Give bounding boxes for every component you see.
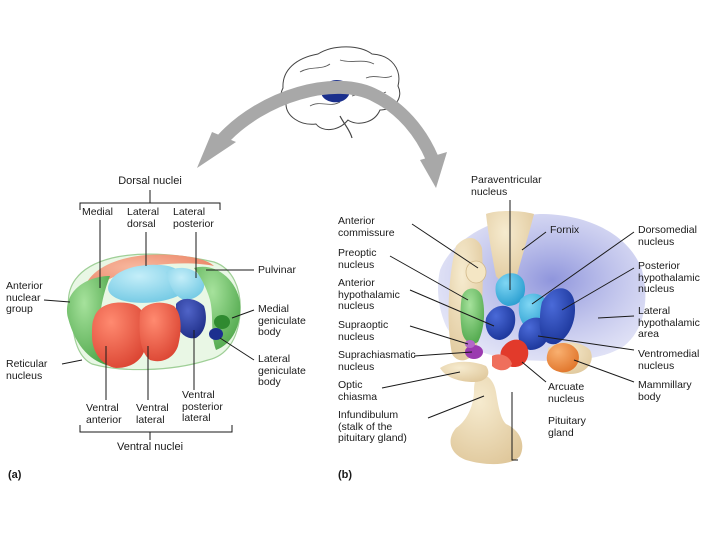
label-dorsomedial: Dorsomedial nucleus	[638, 224, 697, 248]
thalamus-illustration	[67, 253, 241, 371]
label-medial: Medial	[82, 206, 113, 218]
label-preoptic: Preoptic nucleus	[338, 247, 377, 271]
label-optic-chiasma: Optic chiasma	[338, 379, 378, 403]
label-anterior-commissure: Anterior commissure	[338, 215, 395, 239]
label-lateral-geniculate: Lateral geniculate body	[258, 353, 306, 388]
panel-a-tag: (a)	[8, 469, 22, 481]
label-fornix: Fornix	[550, 224, 580, 236]
label-mammillary: Mammillary body	[638, 379, 692, 403]
label-ventromedial: Ventromedial nucleus	[638, 348, 700, 372]
panel-a-leaders	[43, 190, 255, 440]
label-anterior-nuclear-group: Anterior nuclear group	[6, 280, 43, 315]
label-lateral-hypothalamic: Lateral hypothalamic area	[638, 305, 700, 340]
dorsal-nuclei-heading: Dorsal nuclei	[118, 175, 182, 187]
label-lateral-posterior: Lateral posterior	[173, 206, 214, 230]
label-arcuate: Arcuate nucleus	[548, 381, 585, 405]
label-anterior-hypothalamic: Anterior hypothalamic nucleus	[338, 277, 400, 312]
label-pulvinar: Pulvinar	[258, 264, 296, 276]
label-suprachiasmatic: Suprachiasmatic nucleus	[338, 349, 416, 373]
label-infundibulum: Infundibulum (stalk of the pituitary gla…	[338, 409, 407, 444]
label-lateral-dorsal: Lateral dorsal	[127, 206, 160, 230]
label-reticular-nucleus: Reticular nucleus	[6, 358, 48, 382]
label-ventral-anterior: Ventral anterior	[86, 402, 122, 426]
label-pituitary: Pituitary gland	[548, 415, 586, 439]
ventral-nuclei-heading: Ventral nuclei	[116, 441, 184, 453]
hypothalamus-illustration	[438, 211, 646, 465]
curved-arrow	[197, 80, 447, 188]
label-ventral-lateral: Ventral lateral	[136, 402, 169, 426]
panel-b-leaders	[381, 200, 635, 461]
label-paraventricular: Paraventricular nucleus	[471, 174, 542, 198]
panel-b-tag: (b)	[338, 469, 353, 481]
label-supraoptic: Supraoptic nucleus	[338, 319, 389, 343]
label-ventral-posterior-lateral: Ventral posterior lateral	[182, 389, 223, 424]
label-medial-geniculate: Medial geniculate body	[258, 303, 306, 338]
label-posterior-hypothalamic: Posterior hypothalamic nucleus	[638, 260, 700, 295]
